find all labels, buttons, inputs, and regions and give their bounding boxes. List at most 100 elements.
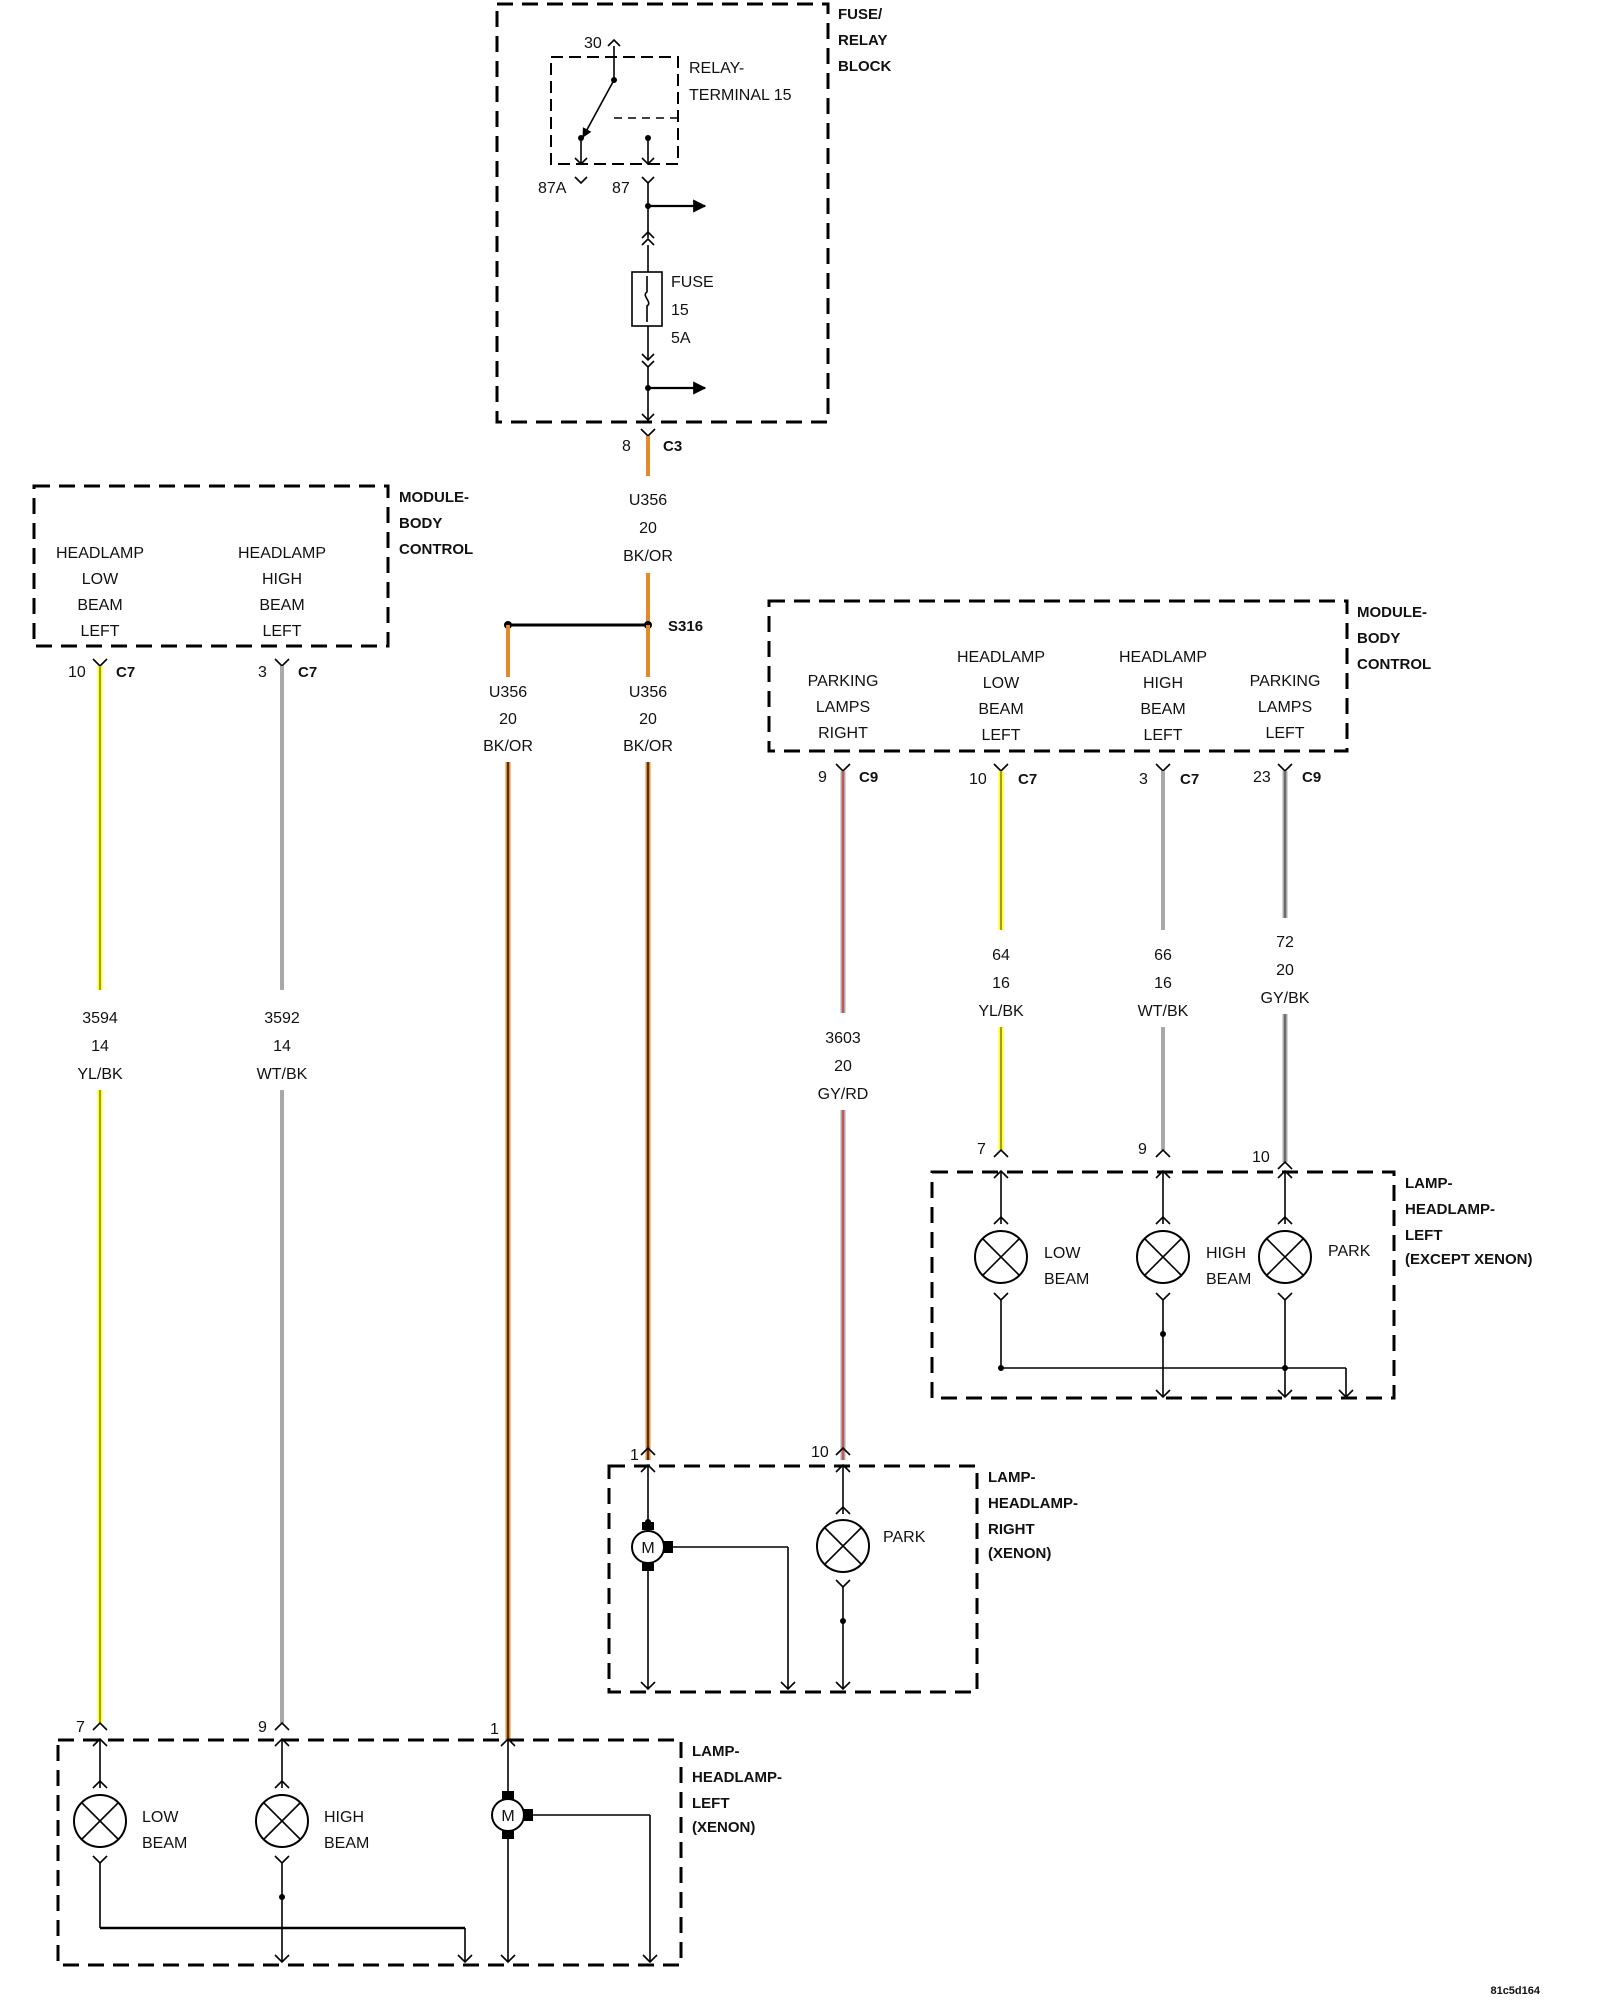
fuse-relay-block: FUSE/ RELAY BLOCK RELAY- TERMINAL 15 30 …: [495, 2, 891, 424]
lamp-right-border: [607, 1464, 979, 1694]
wire-72-gauge: 20: [1276, 962, 1294, 979]
diagram-id: 81c5d164: [1490, 1985, 1540, 1997]
bcm-right-parkl-conn: C9: [1302, 769, 1321, 786]
lamp-except-low-1: LOW: [1044, 1245, 1081, 1262]
wire-3603-gauge: 20: [834, 1058, 852, 1075]
bcm-right-title-3: CONTROL: [1357, 656, 1431, 673]
bcm-left-border: [32, 484, 390, 648]
bcm-left-low-conn: C7: [116, 664, 135, 681]
bcm-right-low-2: LOW: [983, 675, 1020, 692]
bcm-left-high-pin: 3: [258, 664, 267, 681]
lamp-left-title-2: HEADLAMP-: [692, 1769, 782, 1786]
bcm-right-parkl-1: PARKING: [1250, 673, 1321, 690]
lamp-left-low-1: LOW: [142, 1809, 179, 1826]
lamp-except-high-1: HIGH: [1206, 1245, 1246, 1262]
relay-pin-30: 30: [584, 35, 602, 52]
main-feed: 8 C3 U356 20 BK/OR S316 U356 20 BK/OR U3…: [483, 428, 703, 1740]
lamp-left-high-2: BEAM: [324, 1835, 369, 1852]
c3-pin: 8: [622, 438, 631, 455]
fuse-relay-block-border: [495, 2, 830, 424]
lamp-except-pin-high: 9: [1138, 1141, 1147, 1158]
wire-top-color: BK/OR: [623, 548, 673, 565]
wire-right-gauge: 20: [639, 711, 657, 728]
bcm-right-parkr-3: RIGHT: [818, 725, 868, 742]
lamp-left-pin-low: 7: [76, 1719, 85, 1736]
lamp-right-motor: M: [641, 1540, 654, 1557]
bcm-right-low-4: LEFT: [981, 727, 1020, 744]
bcm-left-low-pin: 10: [68, 664, 86, 681]
lamp-except-title-4: (EXCEPT XENON): [1405, 1251, 1533, 1268]
fuse-label-3: 5A: [671, 330, 691, 347]
wire-top-gauge: 20: [639, 520, 657, 537]
lamp-left-border: [56, 1738, 683, 1967]
bcm-left-title-1: MODULE-: [399, 489, 469, 506]
bcm-right-parkr-1: PARKING: [808, 673, 879, 690]
wire-3594-gauge: 14: [91, 1038, 109, 1055]
lamp-right-title-2: HEADLAMP-: [988, 1495, 1078, 1512]
bcm-right-low-conn: C7: [1018, 771, 1037, 788]
bcm-right-parkr-2: LAMPS: [816, 699, 870, 716]
bcm-right-parkl-3: LEFT: [1265, 725, 1304, 742]
fuse-label-2: 15: [671, 302, 689, 319]
bcm-left-title-3: CONTROL: [399, 541, 473, 558]
bcm-right-low-1: HEADLAMP: [957, 649, 1045, 666]
wire-64-gauge: 16: [992, 975, 1010, 992]
c3-connector: C3: [663, 438, 682, 455]
bcm-right-high-conn: C7: [1180, 771, 1199, 788]
lamp-right-pin-park: 10: [811, 1444, 829, 1461]
bcm-left-high-3: BEAM: [259, 597, 304, 614]
relay-pin-87: 87: [612, 180, 630, 197]
lamp-except-title-2: HEADLAMP-: [1405, 1201, 1495, 1218]
wire-3603-color: GY/RD: [818, 1086, 869, 1103]
lamp-except-park: PARK: [1328, 1243, 1371, 1260]
bcm-left-high-4: LEFT: [262, 623, 301, 640]
bcm-right-high-pin: 3: [1139, 771, 1148, 788]
fuse-label-1: FUSE: [671, 274, 714, 291]
bcm-left-low-1: HEADLAMP: [56, 545, 144, 562]
wire-66-color: WT/BK: [1138, 1003, 1189, 1020]
wire-3594-name: 3594: [82, 1010, 118, 1027]
wire-left-name: U356: [489, 684, 527, 701]
bcm-right-parkr-conn: C9: [859, 769, 878, 786]
bcm-right: MODULE- BODY CONTROL PARKING LAMPS RIGHT…: [767, 599, 1431, 1460]
fuse-block-title-1: FUSE/: [838, 6, 883, 23]
bcm-left-high-1: HEADLAMP: [238, 545, 326, 562]
wire-72-color: GY/BK: [1261, 990, 1310, 1007]
relay-label-1: RELAY-: [689, 60, 744, 77]
lamp-left-title-1: LAMP-: [692, 1743, 740, 1760]
bcm-right-title-1: MODULE-: [1357, 604, 1427, 621]
lamp-right-title-3: RIGHT: [988, 1521, 1035, 1538]
wire-66-gauge: 16: [1154, 975, 1172, 992]
bcm-left-low-2: LOW: [82, 571, 119, 588]
lamp-except-pin-low: 7: [977, 1141, 986, 1158]
bcm-right-high-3: BEAM: [1140, 701, 1185, 718]
lamp-right-title-1: LAMP-: [988, 1469, 1036, 1486]
wire-left-color: BK/OR: [483, 738, 533, 755]
bcm-right-low-pin: 10: [969, 771, 987, 788]
wire-right-name: U356: [629, 684, 667, 701]
lamp-except-title-3: LEFT: [1405, 1227, 1443, 1244]
bcm-left-title-2: BODY: [399, 515, 442, 532]
lamp-left-pin-high: 9: [258, 1719, 267, 1736]
wire-3592-color: WT/BK: [257, 1066, 308, 1083]
wire-3603-name: 3603: [825, 1030, 861, 1047]
wire-left-gauge: 20: [499, 711, 517, 728]
bcm-right-parkr-pin: 9: [818, 769, 827, 786]
relay-pin-87a: 87A: [538, 180, 567, 197]
lamp-left-pin-motor: 1: [490, 1721, 499, 1738]
wire-right-color: BK/OR: [623, 738, 673, 755]
lamp-right-pin-motor: 1: [630, 1447, 639, 1464]
wire-3592-name: 3592: [264, 1010, 300, 1027]
bcm-left-low-3: BEAM: [77, 597, 122, 614]
lamp-headlamp-left-except-xenon: LAMP- HEADLAMP- LEFT (EXCEPT XENON) 7 9 …: [930, 1141, 1533, 1400]
lamp-left-low-2: BEAM: [142, 1835, 187, 1852]
bcm-right-title-2: BODY: [1357, 630, 1400, 647]
bcm-left-low-4: LEFT: [80, 623, 119, 640]
lamp-except-low-2: BEAM: [1044, 1271, 1089, 1288]
wire-72-name: 72: [1276, 934, 1294, 951]
wire-3592-gauge: 14: [273, 1038, 291, 1055]
bcm-left: MODULE- BODY CONTROL HEADLAMP LOW BEAM L…: [32, 484, 473, 1723]
lamp-right-title-4: (XENON): [988, 1545, 1051, 1562]
bcm-right-parkl-2: LAMPS: [1258, 699, 1312, 716]
